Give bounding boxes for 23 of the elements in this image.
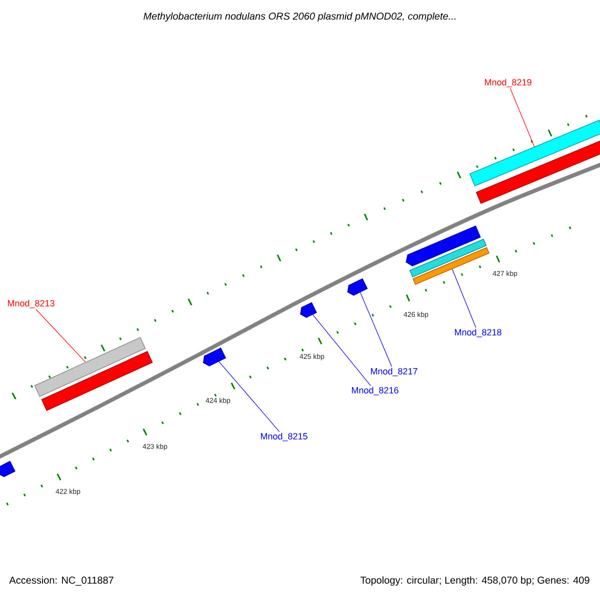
- leader-line: [312, 314, 371, 386]
- gene-label: Mnod_8218: [454, 328, 502, 338]
- gene-block: [406, 226, 481, 266]
- leader-line: [36, 309, 86, 362]
- leader-line: [218, 361, 280, 432]
- gene-label: Mnod_8216: [352, 386, 398, 396]
- leader-line: [510, 88, 535, 147]
- gene-block: [300, 302, 317, 318]
- leader-line: [452, 268, 476, 328]
- gene-label: Mnod_8217: [370, 368, 418, 376]
- gene-bar: [476, 140, 600, 204]
- gene-block: [0, 460, 16, 478]
- gene-block: [202, 348, 226, 366]
- gene-label: Mnod_8213: [8, 300, 54, 308]
- gene-block: [347, 278, 368, 296]
- footer-text: Topology: circular; Length: 458,070 bp; Genes: 409: [360, 576, 590, 586]
- gene-bar: [409, 238, 487, 278]
- gene-label: Mnod_8215: [260, 432, 308, 442]
- footer-text: Accession: NC_011887: [9, 576, 114, 586]
- gene-label: Mnod_8219: [484, 78, 532, 88]
- title: Methylobacterium nodulans ORS 2060 plasmid pMNOD02, complete...: [144, 12, 456, 22]
- gene-bar: [469, 120, 600, 186]
- leader-line: [360, 292, 392, 367]
